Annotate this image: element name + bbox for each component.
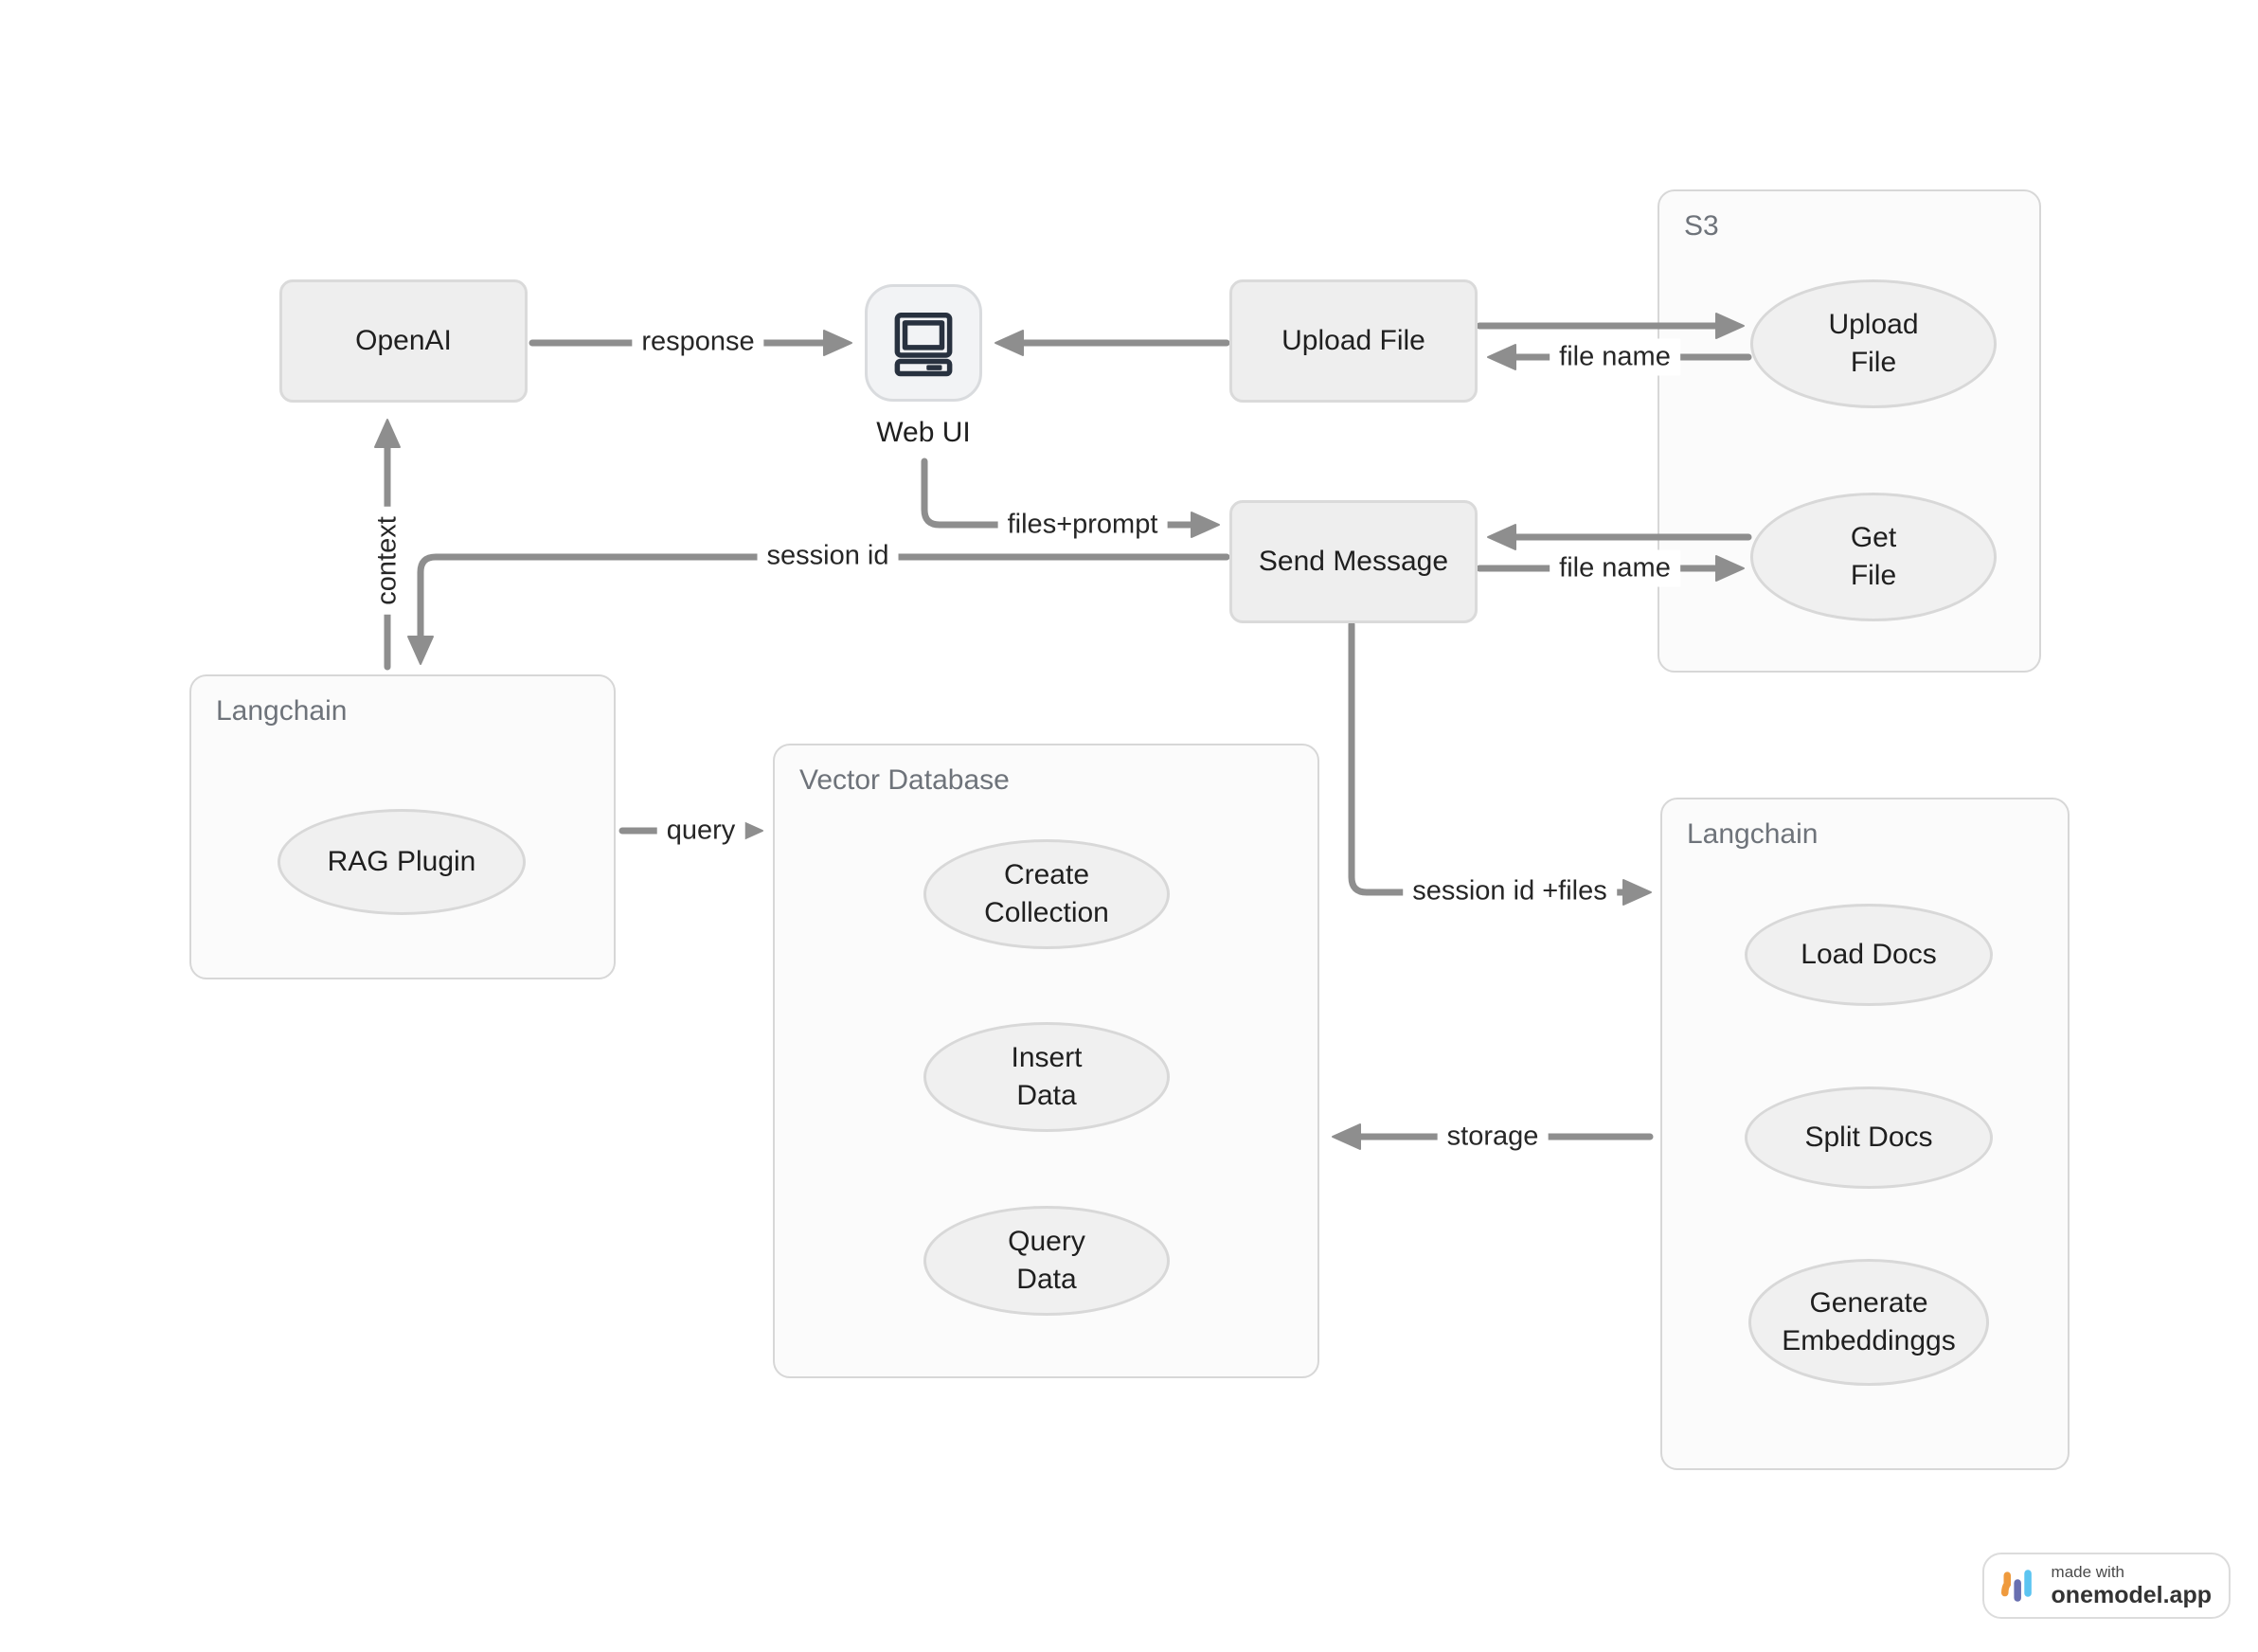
edge-label-file-name-upload: file name — [1550, 338, 1680, 376]
node-upload-file: Upload File — [1229, 279, 1478, 403]
node-upload-file-label: Upload File — [1281, 325, 1425, 356]
edge-label-files-prompt: files+prompt — [997, 506, 1168, 544]
container-langchain-left-label: Langchain — [216, 695, 348, 727]
onemodel-badge-text: made with onemodel.app — [2052, 1563, 2212, 1607]
node-send-message-label: Send Message — [1258, 546, 1449, 577]
onemodel-logo-icon — [2001, 1570, 2032, 1602]
ellipse-create-collection-label: Create Collection — [984, 859, 1109, 928]
edge-label-context: context — [368, 507, 406, 615]
badge-brand-label: onemodel.app — [2051, 1581, 2212, 1608]
edge-label-response: response — [632, 323, 764, 361]
onemodel-badge-link[interactable]: made with onemodel.app — [1982, 1553, 2231, 1619]
node-web-ui — [865, 284, 982, 402]
container-vector-database-label: Vector Database — [799, 764, 1010, 796]
node-send-message: Send Message — [1229, 500, 1478, 623]
container-s3-label: S3 — [1684, 210, 1719, 242]
ellipse-load-docs: Load Docs — [1745, 904, 1993, 1006]
ellipse-insert-data-label: Insert Data — [1011, 1042, 1083, 1111]
badge-made-with-label: made with — [2051, 1563, 2125, 1582]
edge-label-file-name-get: file name — [1550, 549, 1680, 587]
ellipse-s3-get-file-label: Get File — [1850, 522, 1897, 591]
edge-label-query: query — [656, 812, 745, 850]
edge-label-storage: storage — [1437, 1118, 1549, 1156]
ellipse-s3-get-file: Get File — [1750, 493, 1997, 621]
ellipse-rag-plugin-label: RAG Plugin — [327, 846, 476, 878]
ellipse-split-docs: Split Docs — [1745, 1086, 1993, 1189]
edge-files-prompt — [921, 458, 1220, 538]
ellipse-generate-embeddings: Generate Embeddinggs — [1748, 1259, 1989, 1386]
edge-label-session-id-files: session id +files — [1403, 872, 1617, 910]
computer-icon — [894, 312, 953, 377]
edge-session-id — [407, 553, 1230, 665]
edge-session-id-files — [1348, 620, 1652, 906]
ellipse-insert-data: Insert Data — [923, 1022, 1170, 1132]
ellipse-load-docs-label: Load Docs — [1801, 939, 1937, 971]
node-openai: OpenAI — [279, 279, 528, 403]
ellipse-split-docs-label: Split Docs — [1804, 1122, 1933, 1154]
ellipse-rag-plugin: RAG Plugin — [278, 809, 526, 915]
ellipse-query-data: Query Data — [923, 1206, 1170, 1316]
node-web-ui-label: Web UI — [876, 417, 971, 448]
ellipse-create-collection: Create Collection — [923, 839, 1170, 949]
container-langchain-right-label: Langchain — [1687, 818, 1819, 850]
node-openai-label: OpenAI — [355, 325, 452, 356]
ellipse-query-data-label: Query Data — [1008, 1226, 1085, 1295]
edge-label-session-id: session id — [757, 537, 899, 575]
ellipse-s3-upload-file-label: Upload File — [1828, 309, 1919, 378]
ellipse-generate-embeddings-label: Generate Embeddinggs — [1782, 1287, 1956, 1356]
ellipse-s3-upload-file: Upload File — [1750, 279, 1997, 408]
